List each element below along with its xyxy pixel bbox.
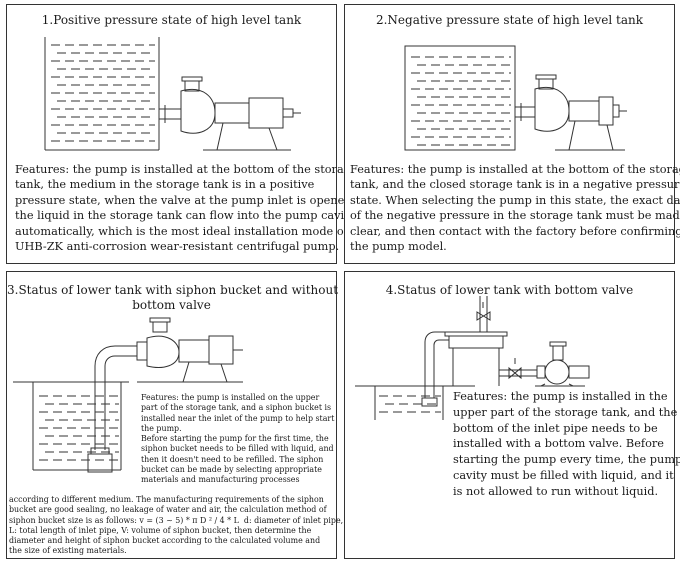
panel-title: 2.Negative pressure state of high level … — [375, 13, 644, 27]
bottom-valve-diagram — [355, 296, 590, 420]
panel-description-continued: according to different medium. The manuf… — [9, 495, 344, 556]
panel-title: 3.Status of lower tank with siphon bucke… — [7, 283, 339, 312]
closed-tank-pump-diagram — [404, 45, 627, 151]
panel-positive-pressure: 1.Positive pressure state of high level … — [6, 4, 358, 264]
panel-negative-pressure: 2.Negative pressure state of high level … — [344, 4, 680, 264]
high-level-tank-pump-diagram — [44, 37, 301, 151]
panel-description: Features: the pump is installed at the b… — [15, 163, 358, 254]
siphon-bucket-diagram — [13, 317, 243, 473]
panel-description: Features: the pump is installed on the u… — [141, 393, 335, 484]
panel-description: Features: the pump is installed in the u… — [453, 390, 680, 498]
panel-bottom-valve: 4.Status of lower tank with bottom valve — [344, 271, 680, 559]
panel-title: 4.Status of lower tank with bottom valve — [385, 283, 634, 297]
panel-title: 1.Positive pressure state of high level … — [41, 13, 302, 27]
panel-description: Features: the pump is installed at the b… — [350, 163, 680, 254]
panel-siphon-bucket: 3.Status of lower tank with siphon bucke… — [6, 271, 343, 559]
